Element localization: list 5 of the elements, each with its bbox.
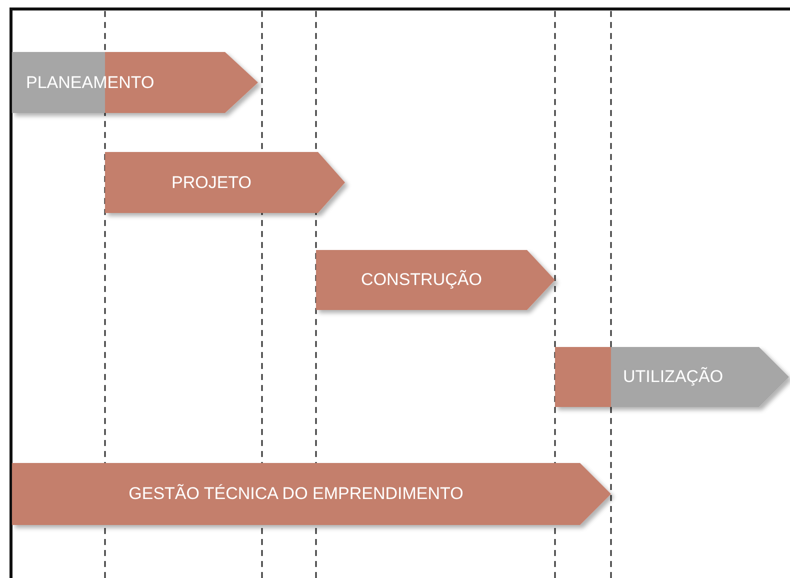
phase-label: GESTÃO TÉCNICA DO EMPRENDIMENTO xyxy=(128,484,464,504)
phase-label: CONSTRUÇÃO xyxy=(361,270,482,290)
phase-label: UTILIZAÇÃO xyxy=(623,367,724,387)
phase-label: PLANEAMENTO xyxy=(26,72,154,92)
phase-label: PROJETO xyxy=(172,172,252,192)
